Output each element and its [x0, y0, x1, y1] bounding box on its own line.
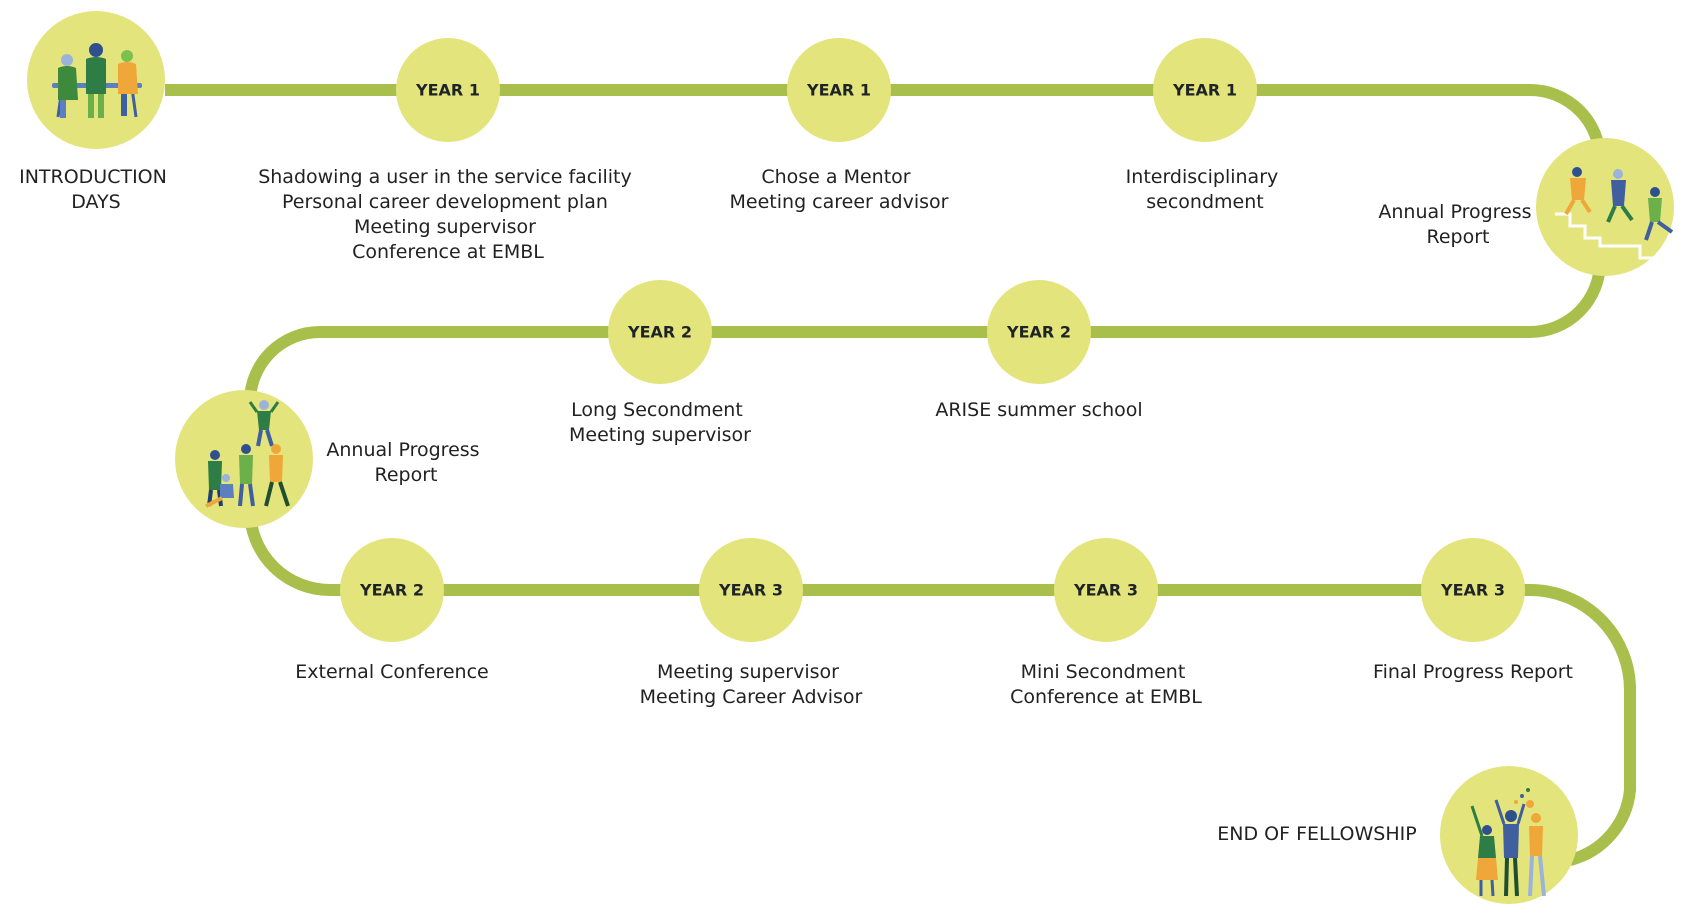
- milestone-2: YEAR 1 Chose a Mentor Meeting career adv…: [730, 38, 949, 213]
- stage-annual-report-2: Annual Progress Report: [175, 390, 485, 528]
- celebration-illustration-icon: [1470, 788, 1546, 897]
- stage-introduction: INTRODUCTION DAYS: [19, 11, 173, 213]
- milestone-8: YEAR 3 Mini Secondment Conference at EMB…: [1010, 538, 1202, 708]
- stage-caption: Annual Progress Report: [326, 439, 485, 486]
- milestone-caption: External Conference: [295, 661, 488, 683]
- milestone-3: YEAR 1 Interdisciplinary secondment: [1126, 38, 1285, 213]
- milestone-4: YEAR 2 Long Secondment Meeting superviso…: [569, 280, 751, 446]
- stage-annual-report-1: Annual Progress Report: [1378, 138, 1674, 276]
- human-pyramid-illustration-icon: [205, 400, 290, 508]
- milestone-7: YEAR 3 Meeting supervisor Meeting Career…: [640, 538, 863, 708]
- milestone-caption: Long Secondment Meeting supervisor: [569, 399, 751, 446]
- milestone-9: YEAR 3 Final Progress Report: [1373, 538, 1573, 683]
- milestone-5: YEAR 2 ARISE summer school: [935, 280, 1143, 421]
- climbing-stairs-illustration-icon: [1555, 167, 1674, 260]
- milestone-badge: YEAR 2: [1006, 323, 1071, 342]
- milestone-caption: Meeting supervisor Meeting Career Adviso…: [640, 661, 863, 708]
- milestone-caption: Final Progress Report: [1373, 661, 1573, 683]
- milestone-badge: YEAR 2: [627, 323, 692, 342]
- milestone-6: YEAR 2 External Conference: [295, 538, 489, 683]
- milestone-caption: Chose a Mentor Meeting career advisor: [730, 166, 949, 213]
- stage-end-of-fellowship: END OF FELLOWSHIP: [1217, 766, 1578, 904]
- milestone-badge: YEAR 2: [359, 581, 424, 600]
- milestone-caption: ARISE summer school: [935, 399, 1142, 421]
- milestone-badge: YEAR 3: [1073, 581, 1138, 600]
- milestone-badge: YEAR 1: [415, 81, 480, 100]
- milestone-badge: YEAR 3: [1440, 581, 1505, 600]
- team-meeting-illustration-icon: [52, 43, 142, 118]
- milestone-caption: Shadowing a user in the service facility…: [258, 166, 638, 263]
- stage-caption: Annual Progress Report: [1378, 201, 1537, 248]
- milestone-badge: YEAR 3: [718, 581, 783, 600]
- milestone-caption: Interdisciplinary secondment: [1126, 166, 1285, 213]
- stage-caption: END OF FELLOWSHIP: [1217, 823, 1416, 845]
- stage-caption: INTRODUCTION DAYS: [19, 166, 173, 213]
- milestone-caption: Mini Secondment Conference at EMBL: [1010, 661, 1202, 708]
- milestone-badge: YEAR 1: [1172, 81, 1237, 100]
- milestone-1: YEAR 1 Shadowing a user in the service f…: [258, 38, 638, 263]
- milestone-badge: YEAR 1: [806, 81, 871, 100]
